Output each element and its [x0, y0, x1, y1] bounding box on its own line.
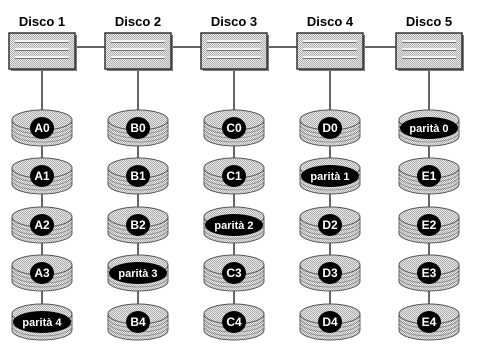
block-label-2-1: B0 [130, 121, 146, 135]
disk-block-4-5: D4 [299, 303, 361, 341]
disk-block-2-2: B1 [107, 157, 169, 195]
block-badge-2-1 [126, 117, 150, 139]
block-label-2-4: parità 3 [118, 268, 157, 280]
block-label-4-1: D0 [322, 121, 338, 135]
disk-block-4-3: D2 [299, 206, 361, 244]
disk-block-5-5: E4 [398, 303, 460, 341]
block-badge-4-2 [301, 165, 359, 187]
disk-block-3-1: C0 [203, 109, 265, 147]
block-badge-4-3 [318, 214, 342, 236]
block-label-1-4: A3 [34, 266, 50, 280]
disk-block-5-3: E2 [398, 206, 460, 244]
disk-block-1-1: A0 [11, 109, 73, 147]
disk-controller-2 [104, 32, 173, 71]
disk-block-4-1: D0 [299, 109, 361, 147]
disk-block-1-4: A3 [11, 254, 73, 292]
titles-layer: Disco 1 Disco 2 Disco 3 Disco 4 Disco 5 [19, 14, 452, 29]
block-label-5-2: E1 [422, 169, 437, 183]
disk-controller-1 [8, 32, 77, 71]
block-label-4-4: D3 [322, 266, 338, 280]
disk-block-5-2: E1 [398, 157, 460, 195]
disk-block-2-5: B4 [107, 303, 169, 341]
block-badge-5-3 [417, 214, 441, 236]
block-label-3-5: C4 [226, 315, 242, 329]
disk-block-4-4: D3 [299, 254, 361, 292]
block-label-1-2: A1 [34, 169, 50, 183]
disk-controller-4 [296, 32, 365, 71]
disk-title-5: Disco 5 [406, 14, 452, 29]
disk-block-1-3: A2 [11, 206, 73, 244]
block-badge-2-5 [126, 311, 150, 333]
block-badge-3-5 [222, 311, 246, 333]
disk-block-3-4: C3 [203, 254, 265, 292]
block-label-4-5: D4 [322, 315, 338, 329]
block-label-5-5: E4 [422, 315, 437, 329]
block-badge-3-1 [222, 117, 246, 139]
block-badge-1-2 [30, 165, 54, 187]
block-badge-4-5 [318, 311, 342, 333]
block-label-4-2: parità 1 [310, 171, 349, 183]
block-badge-3-2 [222, 165, 246, 187]
disk-block-5-1: parità 0 [398, 109, 460, 147]
block-badge-4-1 [318, 117, 342, 139]
block-badge-5-4 [417, 262, 441, 284]
block-label-3-3: parità 2 [214, 220, 253, 232]
block-label-2-5: B4 [130, 315, 146, 329]
block-badge-2-3 [126, 214, 150, 236]
block-label-5-4: E3 [422, 266, 437, 280]
disk-block-2-3: B2 [107, 206, 169, 244]
block-label-2-3: B2 [130, 218, 146, 232]
block-label-5-1: parità 0 [409, 123, 448, 135]
block-badge-5-1 [400, 117, 458, 139]
block-badge-5-2 [417, 165, 441, 187]
disk-block-3-2: C1 [203, 157, 265, 195]
block-badge-2-4 [109, 262, 167, 284]
disk-controller-5 [395, 32, 464, 71]
block-badge-1-4 [30, 262, 54, 284]
block-badge-3-3 [205, 214, 263, 236]
disk-block-1-2: A1 [11, 157, 73, 195]
disk-block-4-2: parità 1 [299, 157, 361, 195]
block-badge-2-2 [126, 165, 150, 187]
block-badge-1-1 [30, 117, 54, 139]
block-label-5-3: E2 [422, 218, 437, 232]
disk-title-4: Disco 4 [307, 14, 354, 29]
disk-block-2-1: B0 [107, 109, 169, 147]
block-badge-3-4 [222, 262, 246, 284]
block-badge-1-5 [13, 311, 71, 333]
block-label-1-1: A0 [34, 121, 50, 135]
disk-block-1-5: parità 4 [11, 303, 73, 341]
disk-block-3-3: parità 2 [203, 206, 265, 244]
block-badge-1-3 [30, 214, 54, 236]
disk-block-2-4: parità 3 [107, 254, 169, 292]
disk-title-1: Disco 1 [19, 14, 65, 29]
block-label-1-3: A2 [34, 218, 50, 232]
disk-block-5-4: E3 [398, 254, 460, 292]
disk-block-3-5: C4 [203, 303, 265, 341]
block-label-2-2: B1 [130, 169, 146, 183]
disk-title-2: Disco 2 [115, 14, 161, 29]
block-label-3-1: C0 [226, 121, 242, 135]
block-label-3-2: C1 [226, 169, 242, 183]
block-label-3-4: C3 [226, 266, 242, 280]
block-badge-5-5 [417, 311, 441, 333]
disk-controller-3 [200, 32, 269, 71]
block-badge-4-4 [318, 262, 342, 284]
block-label-1-5: parità 4 [22, 317, 62, 329]
disk-title-3: Disco 3 [211, 14, 257, 29]
block-label-4-3: D2 [322, 218, 338, 232]
